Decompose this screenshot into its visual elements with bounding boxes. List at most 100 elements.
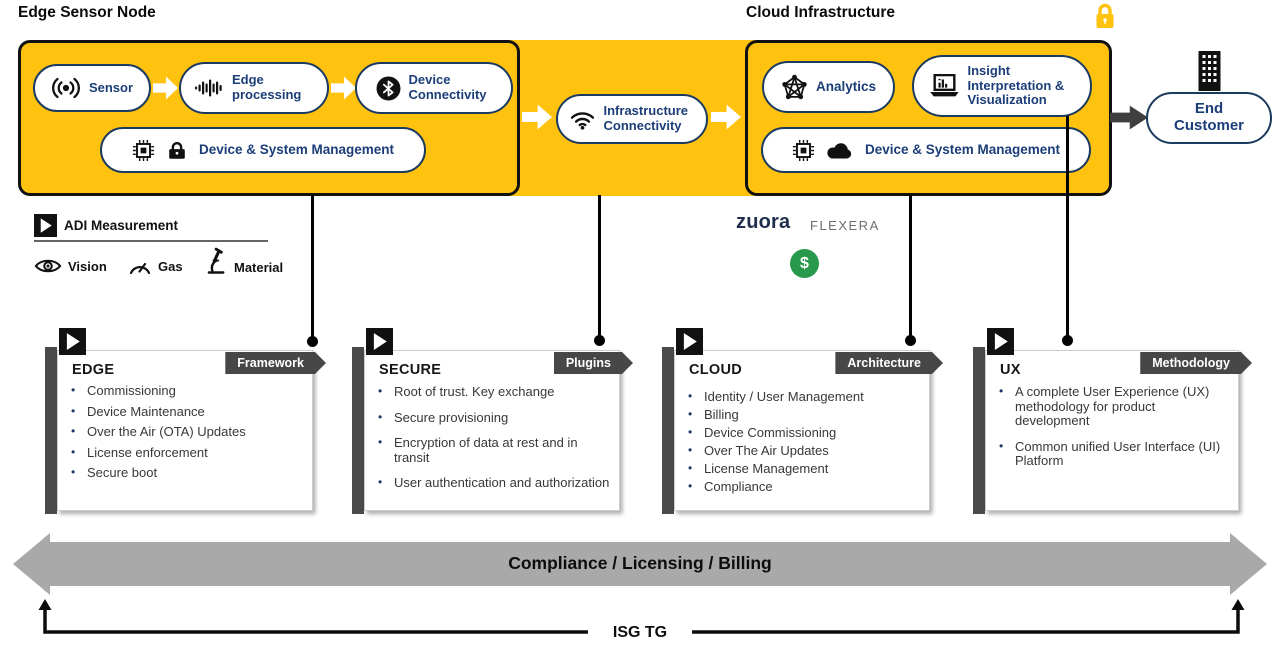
sensor-pill: Sensor bbox=[33, 64, 151, 112]
sensor-waves-icon bbox=[51, 76, 81, 100]
up-arrowhead-icon bbox=[1231, 599, 1245, 610]
card-panel bbox=[985, 350, 1239, 511]
arrow-cloud-to-customer-icon bbox=[1110, 105, 1148, 130]
microscope-icon bbox=[207, 247, 228, 275]
connector-edge-to-edge-card bbox=[311, 195, 314, 341]
card-accent-bar bbox=[352, 347, 364, 514]
methodology-badge: Methodology bbox=[1140, 352, 1252, 374]
waveform-icon bbox=[194, 77, 224, 99]
cloud-dsm-label: Device & System Management bbox=[864, 142, 1061, 158]
chip-icon bbox=[792, 139, 815, 162]
chip-icon bbox=[132, 139, 155, 162]
measurement-material: Material bbox=[207, 247, 283, 275]
list-item: Device Maintenance bbox=[67, 404, 307, 420]
edge-dsm-label: Device & System Management bbox=[198, 142, 395, 158]
secure-card-list: Root of trust. Key exchange Secure provi… bbox=[370, 384, 614, 502]
list-item: Billing bbox=[684, 407, 924, 423]
up-arrowhead-icon bbox=[38, 599, 52, 610]
connector-dot bbox=[307, 336, 318, 347]
dollar-circle-icon: $ bbox=[790, 249, 819, 278]
ux-card-title: UX bbox=[1000, 362, 1021, 378]
compliance-arrow bbox=[13, 533, 1267, 595]
analytics-pill: Analytics bbox=[762, 61, 895, 113]
cloud-card: CLOUD Architecture Identity / User Manag… bbox=[662, 328, 930, 514]
edge-device-system-management-pill: Device & System Management bbox=[100, 127, 426, 173]
connector-insight-to-ux-card bbox=[1066, 116, 1069, 340]
edge-sensor-node-title: Edge Sensor Node bbox=[18, 4, 156, 21]
lock-icon bbox=[1092, 2, 1118, 36]
network-graph-icon bbox=[781, 74, 808, 101]
ux-card-list: A complete User Experience (UX) methodol… bbox=[991, 384, 1233, 480]
connector-infra-to-secure-card bbox=[598, 195, 601, 340]
measurement-gas: Gas bbox=[128, 258, 183, 275]
secure-card: SECURE Plugins Root of trust. Key exchan… bbox=[352, 328, 620, 514]
padlock-icon bbox=[166, 140, 188, 161]
zuora-logo: zuora bbox=[736, 211, 791, 233]
isg-tg-label: ISG TG bbox=[612, 624, 668, 641]
adi-logo-icon bbox=[987, 328, 1014, 360]
material-label: Material bbox=[234, 260, 284, 275]
insight-pill: Insight Interpretation & Visualization bbox=[912, 55, 1092, 117]
list-item: License Management bbox=[684, 462, 924, 477]
list-item: Over The Air Updates bbox=[684, 444, 924, 459]
list-item: Common unified User Interface (UI) Platf… bbox=[995, 439, 1233, 469]
list-item: Compliance bbox=[684, 480, 924, 495]
secure-card-title: SECURE bbox=[379, 362, 442, 378]
ux-card: UX Methodology A complete User Experienc… bbox=[973, 328, 1239, 514]
list-item: Encryption of data at rest and in transi… bbox=[374, 435, 614, 465]
cloud-infrastructure-title: Cloud Infrastructure bbox=[746, 4, 895, 21]
list-item: License enforcement bbox=[67, 445, 307, 461]
cloud-device-system-management-pill: Device & System Management bbox=[761, 127, 1091, 173]
sensor-label: Sensor bbox=[88, 79, 134, 95]
connector-dot bbox=[905, 335, 916, 346]
card-accent-bar bbox=[973, 347, 985, 514]
connector-cloud-to-cloud-card bbox=[909, 195, 912, 340]
edge-card: EDGE Framework Commissioning Device Main… bbox=[45, 328, 313, 514]
connector-dot bbox=[594, 335, 605, 346]
device-connectivity-pill: Device Connectivity bbox=[355, 62, 513, 114]
architecture-badge: Architecture bbox=[835, 352, 943, 374]
list-item: Secure boot bbox=[67, 466, 307, 481]
end-customer-pill: End Customer bbox=[1146, 92, 1272, 144]
adi-logo-icon bbox=[34, 214, 57, 242]
adi-divider bbox=[34, 240, 268, 242]
adi-logo-icon bbox=[676, 328, 703, 360]
framework-badge: Framework bbox=[225, 352, 326, 374]
cloud-card-title: CLOUD bbox=[689, 362, 743, 378]
analytics-label: Analytics bbox=[815, 79, 877, 95]
adi-measurement-title: ADI Measurement bbox=[64, 218, 179, 233]
eye-icon bbox=[34, 257, 62, 275]
card-accent-bar bbox=[45, 347, 57, 514]
list-item: Secure provisioning bbox=[374, 410, 614, 426]
plugins-badge: Plugins bbox=[554, 352, 633, 374]
infrastructure-connectivity-pill: Infrastructure Connectivity bbox=[556, 94, 708, 144]
cloud-card-list: Identity / User Management Billing Devic… bbox=[680, 389, 924, 498]
list-item: Over the Air (OTA) Updates bbox=[67, 425, 307, 440]
flexera-logo: flexera bbox=[810, 214, 880, 234]
edge-processing-label: Edge processing bbox=[232, 72, 302, 102]
list-item: Commissioning bbox=[67, 383, 307, 399]
isg-tg-bracket bbox=[38, 599, 1245, 634]
list-item: Root of trust. Key exchange bbox=[374, 384, 614, 400]
edge-card-list: Commissioning Device Maintenance Over th… bbox=[63, 383, 307, 487]
gas-label: Gas bbox=[158, 259, 183, 274]
card-accent-bar bbox=[662, 347, 674, 514]
device-connectivity-label: Device Connectivity bbox=[408, 72, 487, 102]
edge-processing-pill: Edge processing bbox=[179, 62, 329, 114]
wifi-icon bbox=[569, 109, 596, 130]
edge-card-title: EDGE bbox=[72, 362, 115, 378]
measurement-vision: Vision bbox=[34, 257, 107, 275]
compliance-arrow-label: Compliance / Licensing / Billing bbox=[508, 553, 772, 573]
gauge-icon bbox=[128, 258, 152, 275]
adi-logo-icon bbox=[59, 328, 86, 360]
list-item: A complete User Experience (UX) methodol… bbox=[995, 384, 1233, 429]
insight-label: Insight Interpretation & Visualization bbox=[967, 63, 1065, 108]
list-item: User authentication and authorization bbox=[374, 476, 614, 491]
infrastructure-connectivity-label: Infrastructure Connectivity bbox=[603, 103, 689, 133]
vision-label: Vision bbox=[68, 258, 107, 274]
connector-dot bbox=[1062, 335, 1073, 346]
list-item: Device Commissioning bbox=[684, 426, 924, 441]
end-customer-label: End Customer bbox=[1173, 100, 1244, 134]
bluetooth-icon bbox=[376, 76, 401, 101]
